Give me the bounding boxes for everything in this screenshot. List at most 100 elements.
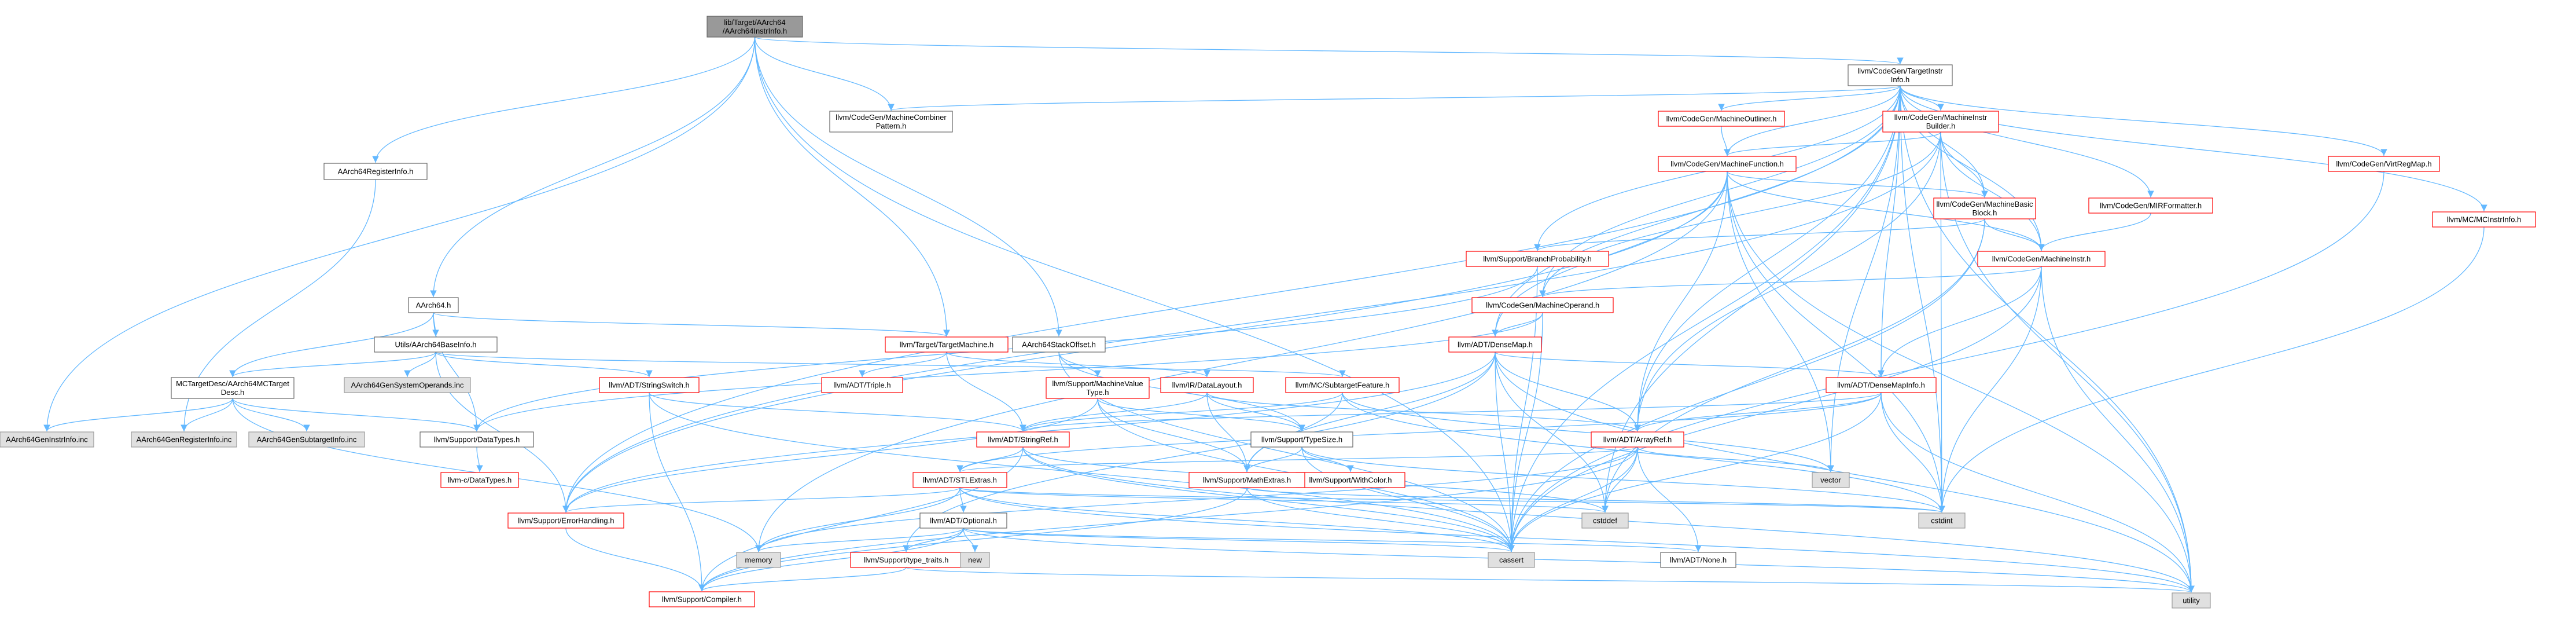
node-llvm-support-type-traits-h[interactable]: llvm/Support/type_traits.h bbox=[850, 552, 962, 568]
edge-root-to-tm bbox=[754, 36, 950, 337]
node-box bbox=[1918, 512, 1966, 529]
node-new: new bbox=[960, 552, 990, 568]
node-box bbox=[344, 377, 471, 393]
node-box bbox=[885, 336, 1009, 353]
node-llvm-ir-datalayout-h[interactable]: llvm/IR/DataLayout.h bbox=[1160, 377, 1254, 393]
node-label: llvm/CodeGen/MachineOutliner.h bbox=[1666, 115, 1777, 123]
edge-mib-to-mbb bbox=[1940, 131, 1988, 198]
node-llvm-support-withcolor-h[interactable]: llvm/Support/WithColor.h bbox=[1296, 472, 1405, 488]
node-llvm-target-targetmachine-h[interactable]: llvm/Target/TargetMachine.h bbox=[885, 336, 1009, 353]
node-llvm-adt-densemap-h[interactable]: llvm/ADT/DenseMap.h bbox=[1448, 336, 1542, 353]
edge-dl-to-mex bbox=[1206, 392, 1250, 473]
node-box bbox=[1933, 197, 2036, 219]
node-aarch64registerinfo-h[interactable]: AArch64RegisterInfo.h bbox=[323, 163, 428, 180]
node-llvm-codegen-machineinstr-h[interactable]: llvm/CodeGen/MachineInstr.h bbox=[1977, 251, 2106, 267]
edge-dm-to-cassert bbox=[1495, 351, 1515, 552]
edge-ti-to-mirf bbox=[1900, 85, 2154, 198]
node-llvm-codegen-mirformatter-h[interactable]: llvm/CodeGen/MIRFormatter.h bbox=[2088, 197, 2213, 214]
node-label: utility bbox=[2183, 596, 2200, 605]
node-llvm-support-compiler-h[interactable]: llvm/Support/Compiler.h bbox=[649, 591, 755, 607]
edge-strswitch-to-comp bbox=[649, 392, 705, 592]
node-label: llvm/IR/DataLayout.h bbox=[1172, 381, 1242, 390]
edge-mcdesc-to-geninstr bbox=[43, 398, 233, 432]
node-aarch64stackoffset-h[interactable]: AArch64StackOffset.h bbox=[1012, 336, 1106, 353]
node-llvm-codegen-machinefunction-h[interactable]: llvm/CodeGen/MachineFunction.h bbox=[1658, 156, 1797, 172]
edge-dtypes-to-cdt bbox=[476, 446, 483, 473]
edge-mex-to-cassert bbox=[1246, 487, 1515, 552]
node-llvm-adt-triple-h[interactable]: llvm/ADT/Triple.h bbox=[821, 377, 903, 393]
node-llvm-adt-stlextras-h[interactable]: llvm/ADT/STLExtras.h bbox=[912, 472, 1007, 488]
node-llvm-support-typesize-h[interactable]: llvm/Support/TypeSize.h bbox=[1250, 431, 1353, 448]
edge-strswitch-to-sref bbox=[649, 392, 1026, 432]
edge-mcdesc-to-dtypes bbox=[232, 398, 480, 432]
node-llvm-mc-subtargetfeature-h[interactable]: llvm/MC/SubtargetFeature.h bbox=[1285, 377, 1400, 393]
node-aarch64-h[interactable]: AArch64.h bbox=[408, 297, 459, 313]
edge-ti-to-cstdint bbox=[1900, 85, 1945, 513]
edge-ti-to-mib bbox=[1900, 85, 1944, 111]
edge-dl-to-ts bbox=[1206, 392, 1305, 432]
edge-root-to-mcp bbox=[754, 36, 895, 111]
node-cstdint: cstdint bbox=[1918, 512, 1966, 529]
edge-aref-to-stlx bbox=[956, 446, 1638, 473]
edge-stlx-to-cstdint bbox=[959, 487, 1945, 513]
node-llvm-adt-none-h[interactable]: llvm/ADT/None.h bbox=[1660, 552, 1736, 568]
node-llvm-adt-optional-h[interactable]: llvm/ADT/Optional.h bbox=[919, 512, 1007, 529]
node-utils-aarch64baseinfo-h[interactable]: Utils/AArch64BaseInfo.h bbox=[374, 336, 498, 353]
node-llvm-support-errorhandling-h[interactable]: llvm/Support/ErrorHandling.h bbox=[507, 512, 624, 529]
node-llvm-codegen-machineoperand-h[interactable]: llvm/CodeGen/MachineOperand.h bbox=[1471, 297, 1614, 313]
node-box bbox=[1285, 377, 1400, 393]
node-label: Builder.h bbox=[1926, 122, 1956, 130]
edge-ti-to-mcii bbox=[1900, 85, 2487, 212]
edge-aref-to-vec bbox=[1637, 446, 1834, 473]
node-box bbox=[1660, 552, 1736, 568]
edge-dl-to-aref bbox=[1206, 392, 1641, 432]
node-label: llvm/CodeGen/TargetInstr bbox=[1857, 67, 1943, 75]
node-label: AArch64StackOffset.h bbox=[1022, 340, 1096, 349]
node-llvm-c-datatypes-h[interactable]: llvm-c/DataTypes.h bbox=[440, 472, 519, 488]
edge-dm-to-mex bbox=[1243, 351, 1496, 473]
node-label: llvm/CodeGen/VirtRegMap.h bbox=[2336, 160, 2431, 169]
node-llvm-codegen-machineoutliner-h[interactable]: llvm/CodeGen/MachineOutliner.h bbox=[1658, 111, 1785, 127]
edge-dl-to-sref bbox=[1020, 392, 1208, 432]
node-llvm-adt-densemapinfo-h[interactable]: llvm/ADT/DenseMapInfo.h bbox=[1826, 377, 1937, 393]
node-box bbox=[1046, 377, 1150, 399]
node-label: AArch64RegisterInfo.h bbox=[338, 167, 414, 176]
edge-ts-to-cstdint bbox=[1301, 446, 1945, 513]
edge-mbb-to-cstddef bbox=[1602, 218, 1985, 513]
node-label: llvm/Support/MachineValue bbox=[1052, 379, 1143, 388]
edge-root-to-cassert bbox=[754, 36, 1515, 552]
node-label: llvm/ADT/STLExtras.h bbox=[923, 476, 997, 485]
edge-stlx-to-cassert bbox=[959, 487, 1515, 552]
edge-utils-to-strswitch bbox=[435, 351, 653, 378]
node-llvm-support-branchprobability-h[interactable]: llvm/Support/BranchProbability.h bbox=[1466, 251, 1609, 267]
node-box bbox=[1882, 111, 1999, 133]
edge-vrm-to-cassert bbox=[1508, 171, 2384, 552]
node-llvm-support-datatypes-h[interactable]: llvm/Support/DataTypes.h bbox=[419, 431, 534, 448]
node-llvm-adt-stringref-h[interactable]: llvm/ADT/StringRef.h bbox=[976, 431, 1070, 448]
node-box bbox=[912, 472, 1007, 488]
edge-ti-to-mi bbox=[1900, 85, 2045, 251]
node-llvm-adt-stringswitch-h[interactable]: llvm/ADT/StringSwitch.h bbox=[599, 377, 700, 393]
edge-mcii-to-cstdint bbox=[1938, 226, 2485, 513]
node-llvm-codegen-virtregmap-h[interactable]: llvm/CodeGen/VirtRegMap.h bbox=[2328, 156, 2440, 172]
edge-mo-to-cassert bbox=[1508, 312, 1543, 552]
node-box bbox=[1812, 472, 1850, 488]
node-utility: utility bbox=[2172, 592, 2211, 609]
edge-mbb-to-bp bbox=[1534, 218, 1985, 251]
node-cstddef: cstddef bbox=[1581, 512, 1629, 529]
node-llvm-support-mathextras-h[interactable]: llvm/Support/MathExtras.h bbox=[1188, 472, 1305, 488]
edge-tt-to-comp bbox=[698, 567, 907, 592]
node-llvm-mc-mcinstrinfo-h[interactable]: llvm/MC/MCInstrInfo.h bbox=[2432, 211, 2536, 228]
edge-root-to-ari bbox=[372, 36, 756, 163]
node-llvm-adt-arrayref-h[interactable]: llvm/ADT/ArrayRef.h bbox=[1591, 431, 1684, 448]
edge-subf-to-sref bbox=[1020, 392, 1343, 432]
edge-ti-to-aref bbox=[1634, 85, 1901, 432]
edge-mib-to-mf bbox=[1724, 131, 1941, 156]
node-aarch64gensystemoperands-inc: AArch64GenSystemOperands.inc bbox=[344, 377, 471, 393]
